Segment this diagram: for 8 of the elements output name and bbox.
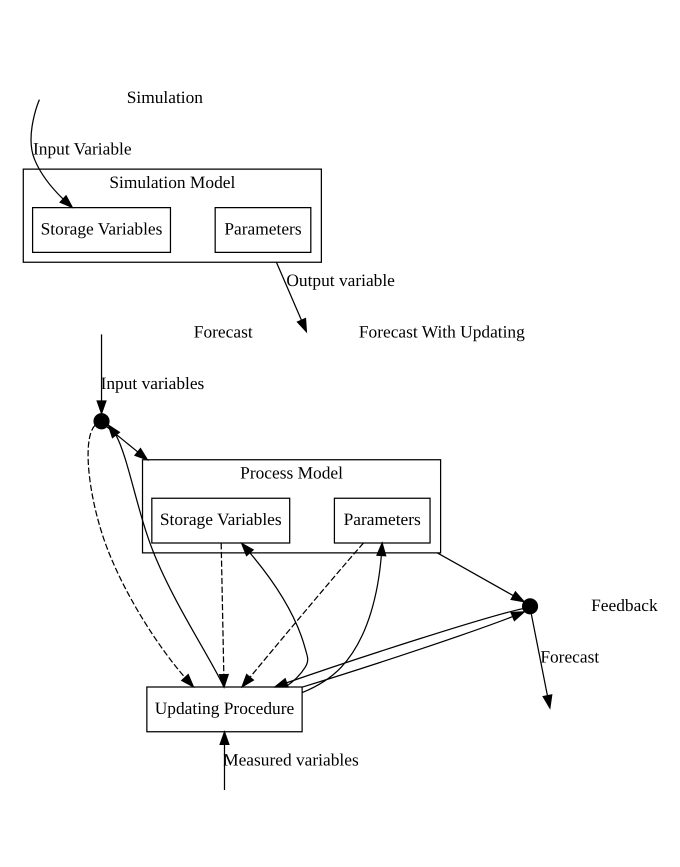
edge-label: Output variable (286, 271, 395, 290)
label: Simulation (126, 88, 204, 107)
edge-label: Input variables (100, 374, 204, 394)
label: Forecast With Updating (358, 322, 525, 342)
edge-label: Input Variable (32, 139, 132, 158)
label: Feedback (591, 596, 658, 615)
label: Forecast (194, 322, 253, 342)
edge-label: Forecast (540, 647, 600, 666)
